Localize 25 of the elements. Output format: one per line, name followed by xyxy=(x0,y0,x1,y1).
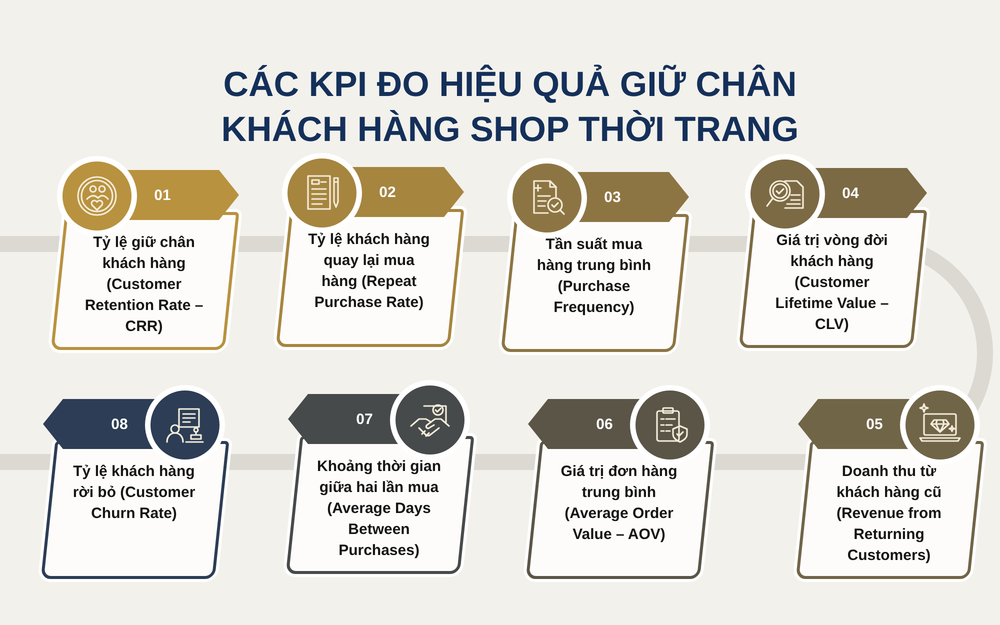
kpi-card xyxy=(500,158,692,352)
number-banner: 02 xyxy=(362,167,464,217)
kpi-description: Tần suất mua hàng trung bình (Purchase Frequency) xyxy=(536,235,652,318)
kpi-description: Doanh thu từ khách hàng cũ (Revenue from Returning Customers) xyxy=(835,462,943,566)
number-banner: 04 xyxy=(825,168,927,218)
kpi-description: Tỷ lệ khách hàng quay lại mua hàng (Repeat Purchase Rate) xyxy=(307,230,431,313)
kpi-description: Giá trị đơn hàng trung bình (Average Order Value – AOV) xyxy=(560,462,678,545)
number-banner: 03 xyxy=(587,172,689,222)
number-banner: 01 xyxy=(137,170,239,220)
number-banner: 06 xyxy=(528,399,630,449)
kpi-card xyxy=(795,385,987,579)
kpi-card xyxy=(40,385,232,579)
kpi-card xyxy=(50,156,242,350)
title: CÁC KPI ĐO HIỆU QUẢ GIỮ CHÂN KHÁCH HÀNG SHOP THỜI TRANG xyxy=(220,64,800,151)
kpi-card xyxy=(525,385,717,579)
kpi-description: Tỷ lệ giữ chân khách hàng (Customer Retention Rate – CRR) xyxy=(84,233,204,337)
kpi-card xyxy=(738,154,930,348)
kpi-description: Khoảng thời gian giữa hai lần mua (Average Days Between Purchases) xyxy=(316,457,442,561)
kpi-description: Giá trị vòng đời khách hàng (Customer Lifetime Value – CLV) xyxy=(774,231,890,335)
number-banner: 08 xyxy=(43,399,145,449)
number-banner: 07 xyxy=(288,394,390,444)
kpi-card xyxy=(285,380,477,574)
kpi-card xyxy=(275,153,467,347)
number-banner: 05 xyxy=(798,399,900,449)
kpi-description: Tỷ lệ khách hàng rời bỏ (Customer Churn Rate) xyxy=(72,462,196,524)
